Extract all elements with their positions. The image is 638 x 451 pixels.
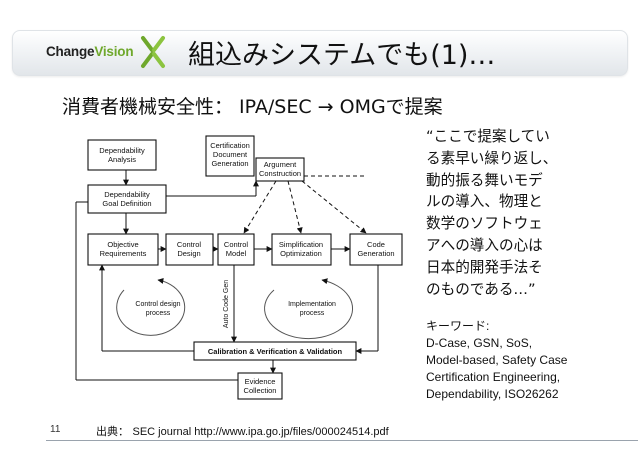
- box-dependability-analysis-l1: Dependability: [99, 146, 145, 155]
- box-simplification-l1: Simplification: [279, 240, 323, 249]
- box-objective-l2: Requirements: [100, 249, 147, 258]
- logo-text: ChangeVision: [46, 44, 134, 59]
- box-argument-l1: Argument: [264, 160, 297, 169]
- process-diagram: Control design process Implementation pr…: [66, 130, 408, 402]
- title-bar: [12, 30, 628, 76]
- box-dependability-goal-l1: Dependability: [104, 190, 150, 199]
- box-control-model-l2: Model: [226, 249, 247, 258]
- box-dependability-goal-l2: Goal Definition: [102, 199, 151, 208]
- keywords-block: キーワード: D-Case, GSN, SoS, Model-based, Sa…: [426, 318, 626, 403]
- quote-line: ルの導入、物理と: [426, 193, 543, 211]
- quote-line: 数学のソフトウェ: [426, 215, 543, 233]
- loop-left-line2: process: [146, 310, 171, 317]
- loop-right-line2: process: [300, 310, 325, 317]
- keywords-heading: キーワード:: [426, 319, 490, 333]
- quote-line: 日本的開発手法そ: [426, 258, 543, 276]
- keyword-line: Model-based, Safety Case: [426, 353, 568, 367]
- quote-line: “ここで提案してい: [426, 128, 550, 145]
- loop-left-line1: Control design: [135, 301, 180, 308]
- box-calibration: Calibration & Verification & Validation: [208, 347, 343, 356]
- page-number: 11: [50, 424, 61, 435]
- quote-text: “ここで提案してい る素早い繰り返し、 動的振る舞いモデ ルの導入、物理と 数学…: [426, 126, 596, 300]
- box-control-design-l1: Control: [177, 240, 202, 249]
- logo-suffix: Vision: [94, 44, 134, 59]
- source-link[interactable]: SEC journal http://www.ipa.go.jp/files/0…: [132, 426, 389, 438]
- box-dependability-analysis-l2: Analysis: [108, 155, 136, 164]
- box-simplification-l2: Optimization: [280, 249, 322, 258]
- box-code-generation-l1: Code: [367, 240, 385, 249]
- box-code-generation-l2: Generation: [357, 249, 394, 258]
- box-certification-document-l1: Certification: [210, 141, 250, 150]
- quote-line: アへの導入の心は: [426, 236, 543, 254]
- box-argument-l2: Construction: [259, 169, 301, 178]
- keyword-line: Dependability, ISO26262: [426, 387, 559, 401]
- footer-divider: [46, 440, 638, 441]
- logo-mark-icon: [141, 36, 165, 68]
- changevision-logo: ChangeVision: [44, 35, 166, 69]
- box-evidence-l2: Collection: [244, 386, 277, 395]
- slide-title: 組込みシステムでも(1)…: [188, 40, 496, 71]
- quote-line: 動的振る舞いモデ: [426, 171, 543, 189]
- slide-subtitle: 消費者機械安全性： IPA/SEC → OMGで提案: [62, 96, 443, 118]
- box-control-design-l2: Design: [177, 249, 200, 258]
- box-objective-l1: Objective: [107, 240, 138, 249]
- box-certification-document-l2: Document: [213, 150, 248, 159]
- source-citation: 出典： SEC journal http://www.ipa.go.jp/fil…: [96, 423, 389, 439]
- loop-right-line1: Implementation: [288, 301, 336, 308]
- auto-code-gen-label: Auto Code Gen: [223, 280, 230, 328]
- quote-line: のものである…”: [426, 280, 536, 298]
- logo-prefix: Change: [46, 44, 95, 59]
- box-evidence-l1: Evidence: [245, 377, 276, 386]
- keyword-line: D-Case, GSN, SoS,: [426, 336, 533, 350]
- box-certification-document-l3: Generation: [211, 159, 248, 168]
- source-label: 出典：: [96, 425, 129, 438]
- quote-line: る素早い繰り返し、: [426, 149, 558, 167]
- keyword-line: Certification Engineering,: [426, 370, 561, 384]
- box-control-model-l1: Control: [224, 240, 249, 249]
